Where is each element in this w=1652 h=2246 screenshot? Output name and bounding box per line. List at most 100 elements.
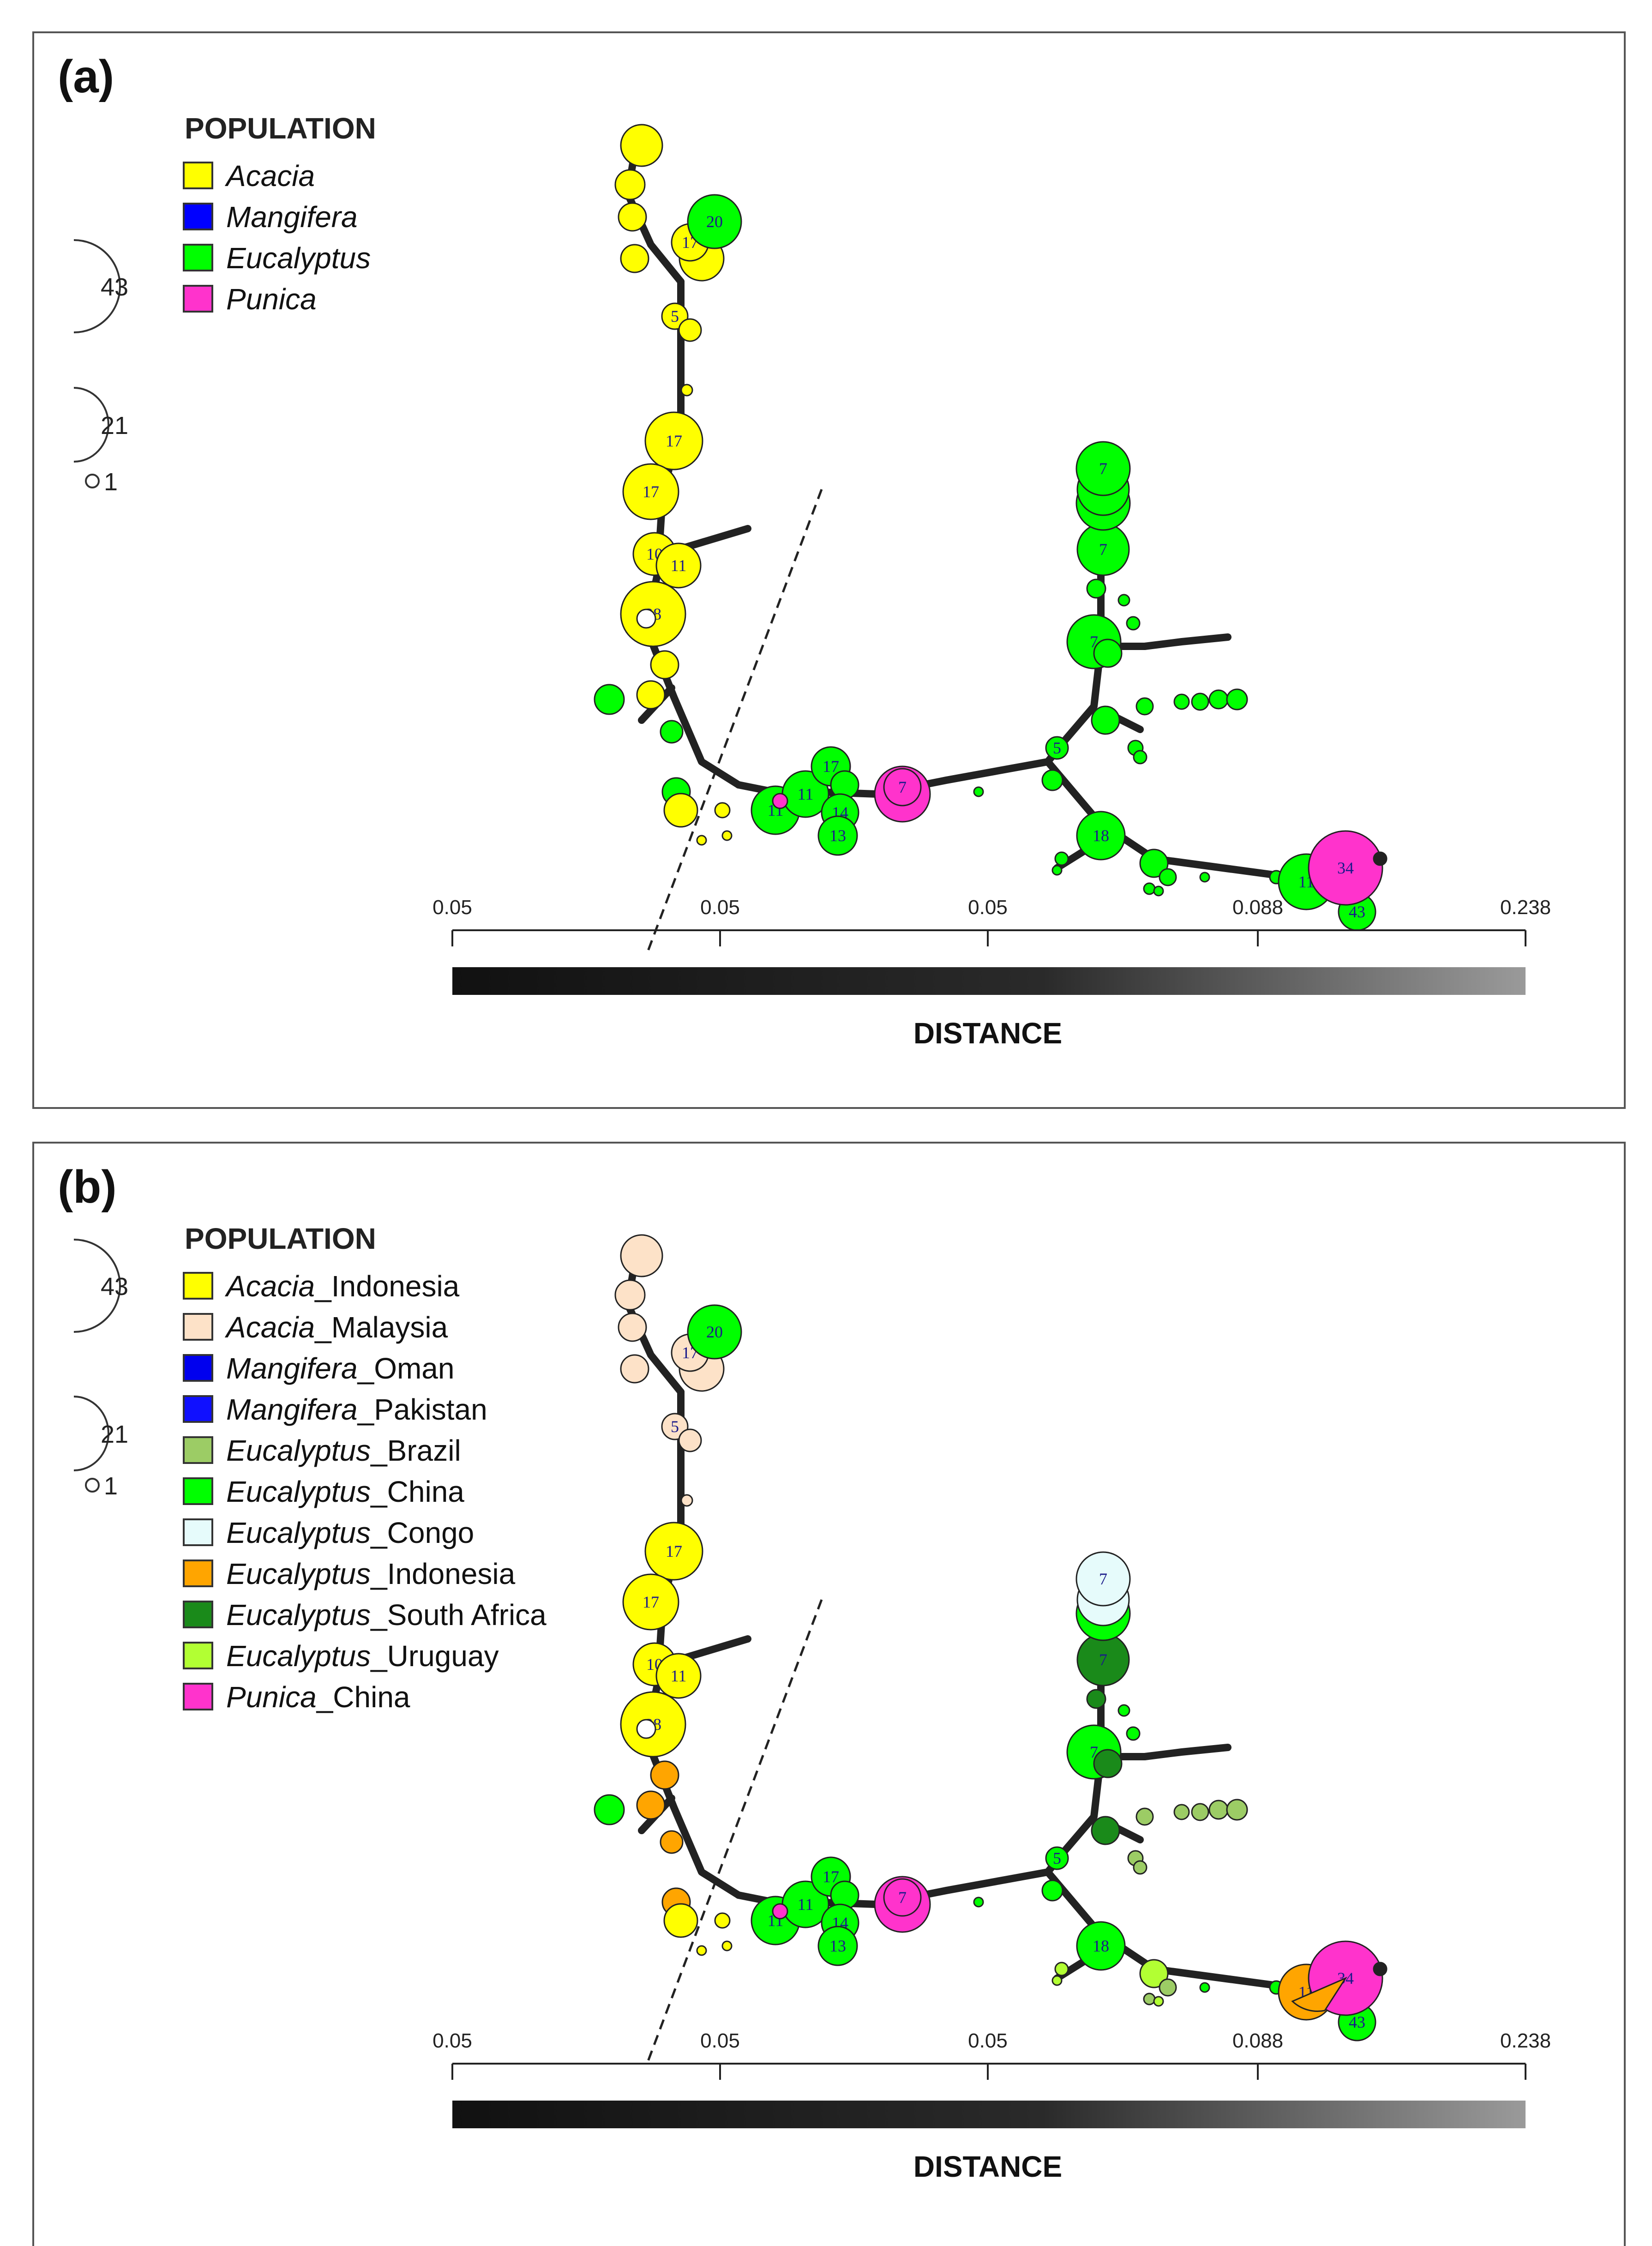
haplotype-node bbox=[1045, 1846, 1069, 1870]
legend-suffix: _Uruguay bbox=[370, 1639, 499, 1673]
legend-entry: Eucalyptus_Brazil bbox=[226, 1434, 461, 1467]
legend-entry: Acacia_Malaysia bbox=[224, 1311, 448, 1344]
legend-genus: Eucalyptus bbox=[226, 1639, 371, 1673]
legend-genus: Acacia bbox=[224, 1311, 315, 1344]
haplotype-node bbox=[883, 1878, 922, 1917]
haplotype-node-slice bbox=[1291, 1976, 1347, 2012]
node-label: 17 bbox=[666, 1542, 682, 1560]
axis-tick-label: 0.05 bbox=[700, 2029, 740, 2052]
haplotype-node bbox=[678, 1428, 702, 1452]
node-label: 7 bbox=[1099, 1650, 1107, 1669]
legend-title: POPULATION bbox=[185, 112, 376, 145]
haplotype-node bbox=[1093, 638, 1123, 668]
haplotype-node bbox=[721, 1940, 733, 1951]
legend-entry: Punica_China bbox=[226, 1680, 410, 1714]
haplotype-node bbox=[772, 1903, 788, 1920]
node-label: 7 bbox=[1099, 459, 1107, 478]
legend-genus: Eucalyptus bbox=[226, 1475, 371, 1508]
legend-swatch bbox=[183, 203, 213, 230]
axis-tick-label: 0.05 bbox=[700, 896, 740, 919]
haplotype-node bbox=[614, 169, 646, 200]
haplotype-node bbox=[614, 1279, 646, 1311]
haplotype-node bbox=[973, 786, 984, 797]
node-label: 11 bbox=[798, 785, 814, 803]
legend-genus: Eucalyptus bbox=[226, 241, 371, 275]
haplotype-node bbox=[620, 124, 663, 167]
haplotype-node bbox=[622, 1573, 679, 1631]
haplotype-node bbox=[1041, 769, 1063, 791]
axis-tick-label: 0.05 bbox=[968, 896, 1008, 919]
haplotype-node bbox=[1135, 697, 1154, 716]
haplotype-node bbox=[1126, 616, 1141, 631]
panel-frame bbox=[32, 31, 1626, 1109]
node-label: 43 bbox=[1349, 903, 1365, 921]
legend-swatch bbox=[183, 244, 213, 271]
node-label: 20 bbox=[706, 1323, 723, 1341]
legend-swatch bbox=[183, 1354, 213, 1382]
legend-entry: Eucalyptus_Congo bbox=[226, 1516, 474, 1549]
haplotype-node bbox=[1153, 885, 1164, 897]
legend-swatch bbox=[183, 1518, 213, 1546]
haplotype-node bbox=[721, 830, 733, 841]
haplotype-node bbox=[1139, 849, 1169, 878]
node-label: 11 bbox=[798, 1895, 814, 1914]
haplotype-node bbox=[1086, 1689, 1106, 1709]
haplotype-node bbox=[1133, 750, 1147, 765]
legend-genus: Mangifera bbox=[226, 200, 358, 234]
legend-entry: Eucalyptus_Uruguay bbox=[226, 1639, 499, 1673]
legend-suffix: _Congo bbox=[370, 1516, 474, 1549]
size-key-large-arc bbox=[73, 1239, 121, 1333]
axis-tick-label: 0.05 bbox=[433, 2029, 472, 2052]
haplotype-node bbox=[660, 1830, 684, 1854]
size-key-label: 43 bbox=[101, 1273, 128, 1301]
haplotype-node bbox=[650, 650, 679, 680]
legend-suffix: _South Africa bbox=[370, 1598, 547, 1632]
legend-suffix: _Indonesia bbox=[314, 1270, 460, 1303]
legend-suffix: _Pakistan bbox=[357, 1393, 487, 1426]
node-label: 5 bbox=[671, 1417, 679, 1436]
legend-suffix: _China bbox=[316, 1680, 410, 1714]
size-key-label: 43 bbox=[101, 273, 128, 301]
axis-tick-label: 0.05 bbox=[433, 896, 472, 919]
haplotype-node bbox=[636, 1719, 656, 1739]
node-label: 18 bbox=[1093, 1937, 1109, 1955]
panel-a: (a)POPULATIONAcaciaMangiferaEucalyptusPu… bbox=[32, 31, 1626, 1109]
legend-swatch bbox=[183, 1436, 213, 1464]
legend-genus: Eucalyptus bbox=[226, 1516, 371, 1549]
node-label: 43 bbox=[1349, 2013, 1365, 2031]
haplotype-node bbox=[1143, 882, 1156, 895]
haplotype-node bbox=[1091, 1816, 1120, 1845]
axis-label: DISTANCE bbox=[913, 1017, 1062, 1050]
haplotype-node bbox=[1045, 736, 1069, 760]
legend-suffix: _Indonesia bbox=[370, 1557, 516, 1590]
distance-gradient-bar bbox=[452, 967, 1526, 995]
haplotype-node bbox=[1133, 1860, 1147, 1875]
legend-swatch bbox=[183, 1560, 213, 1587]
haplotype-node bbox=[772, 793, 788, 809]
node-label: 34 bbox=[1337, 859, 1354, 877]
legend-entry: Mangifera_Pakistan bbox=[226, 1393, 487, 1426]
haplotype-node bbox=[687, 194, 742, 249]
haplotype-node bbox=[1308, 830, 1383, 906]
haplotype-node bbox=[1075, 1551, 1131, 1607]
size-key-label: 21 bbox=[101, 412, 128, 440]
haplotype-node bbox=[1054, 851, 1069, 866]
haplotype-node bbox=[594, 684, 625, 715]
node-label: 17 bbox=[643, 482, 659, 501]
axis-label: DISTANCE bbox=[913, 2150, 1062, 2183]
legend-entry: Acacia_Indonesia bbox=[224, 1270, 460, 1303]
legend-swatch bbox=[183, 1313, 213, 1341]
haplotype-node bbox=[1051, 1975, 1063, 1986]
node-label: 18 bbox=[1093, 826, 1109, 845]
legend-genus: Mangifera bbox=[226, 1393, 358, 1426]
panel-frame bbox=[32, 1142, 1626, 2246]
haplotype-node bbox=[655, 1653, 702, 1699]
haplotype-node bbox=[1226, 1799, 1248, 1821]
size-key-label: 1 bbox=[104, 1472, 118, 1500]
distance-gradient-bar bbox=[452, 2101, 1526, 2128]
axis-tick-label: 0.05 bbox=[968, 2029, 1008, 2052]
axis-tick-label: 0.238 bbox=[1500, 2029, 1551, 2052]
node-label: 7 bbox=[1099, 1570, 1107, 1588]
haplotype-node bbox=[1075, 441, 1131, 496]
haplotype-node bbox=[1208, 1800, 1229, 1820]
